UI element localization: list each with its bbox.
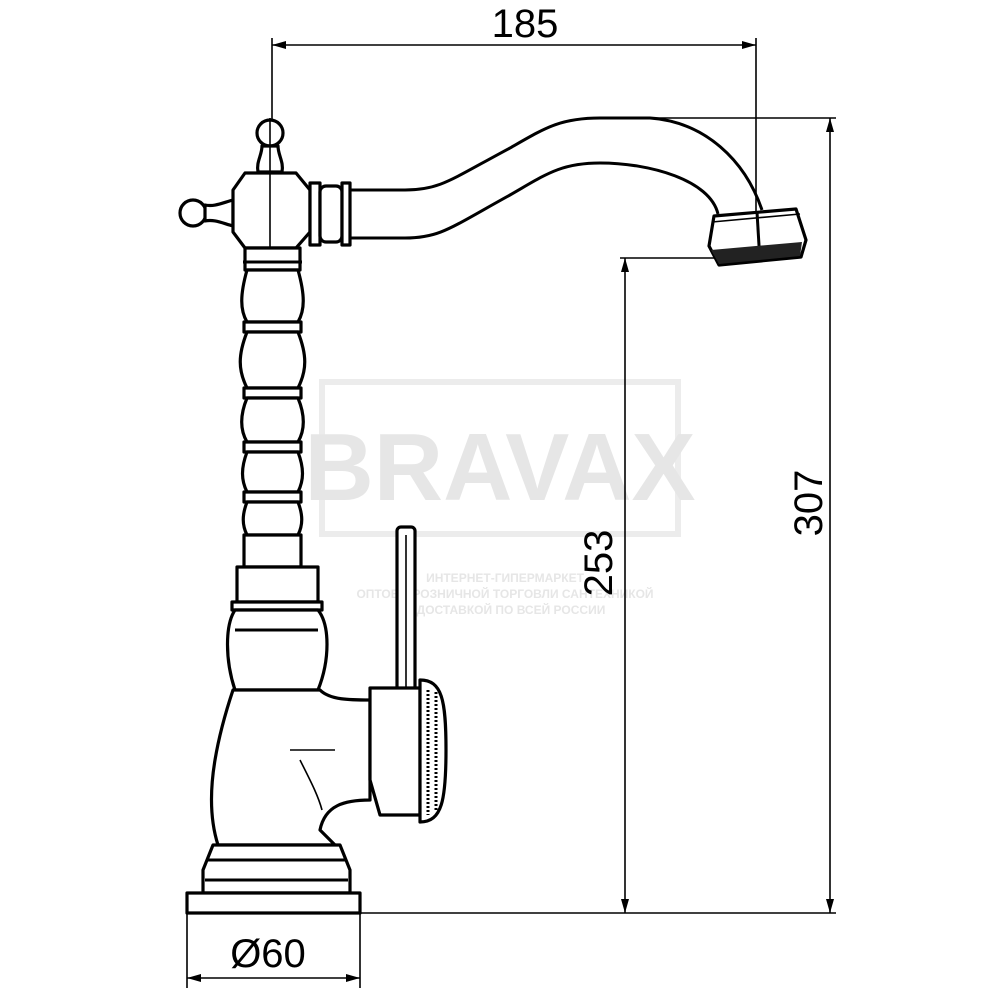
lever-handle <box>368 525 448 824</box>
dimension-label-diameter: Ø60 <box>230 932 306 976</box>
watermark: BRAVAX ИНТЕРНЕТ-ГИПЕРМАРКЕТ ОПТОВО-РОЗНИ… <box>304 379 696 617</box>
dimension-total-height: 307 <box>360 117 836 914</box>
watermark-line-2: ОПТОВО-РОЗНИЧНОЙ ТОРГОВЛИ САНТЕХНИКОЙ <box>356 586 653 601</box>
spout <box>350 116 808 267</box>
watermark-line-1: ИНТЕРНЕТ-ГИПЕРМАРКЕТ <box>426 571 585 585</box>
watermark-brand: BRAVAX <box>304 414 695 521</box>
side-knob <box>178 198 208 228</box>
dimension-base-diameter: Ø60 <box>186 905 361 988</box>
dimension-spout-reach: 185 <box>271 2 757 215</box>
dimension-label-307: 307 <box>787 470 831 537</box>
body-column <box>185 246 372 915</box>
dimension-label-253: 253 <box>577 530 621 597</box>
watermark-line-3: С ДОСТАВКОЙ ПО ВСЕЙ РОССИИ <box>405 602 606 617</box>
valve-hub <box>178 118 352 250</box>
dimension-label-185: 185 <box>492 2 559 46</box>
dimension-outlet-height: 253 <box>577 257 715 913</box>
